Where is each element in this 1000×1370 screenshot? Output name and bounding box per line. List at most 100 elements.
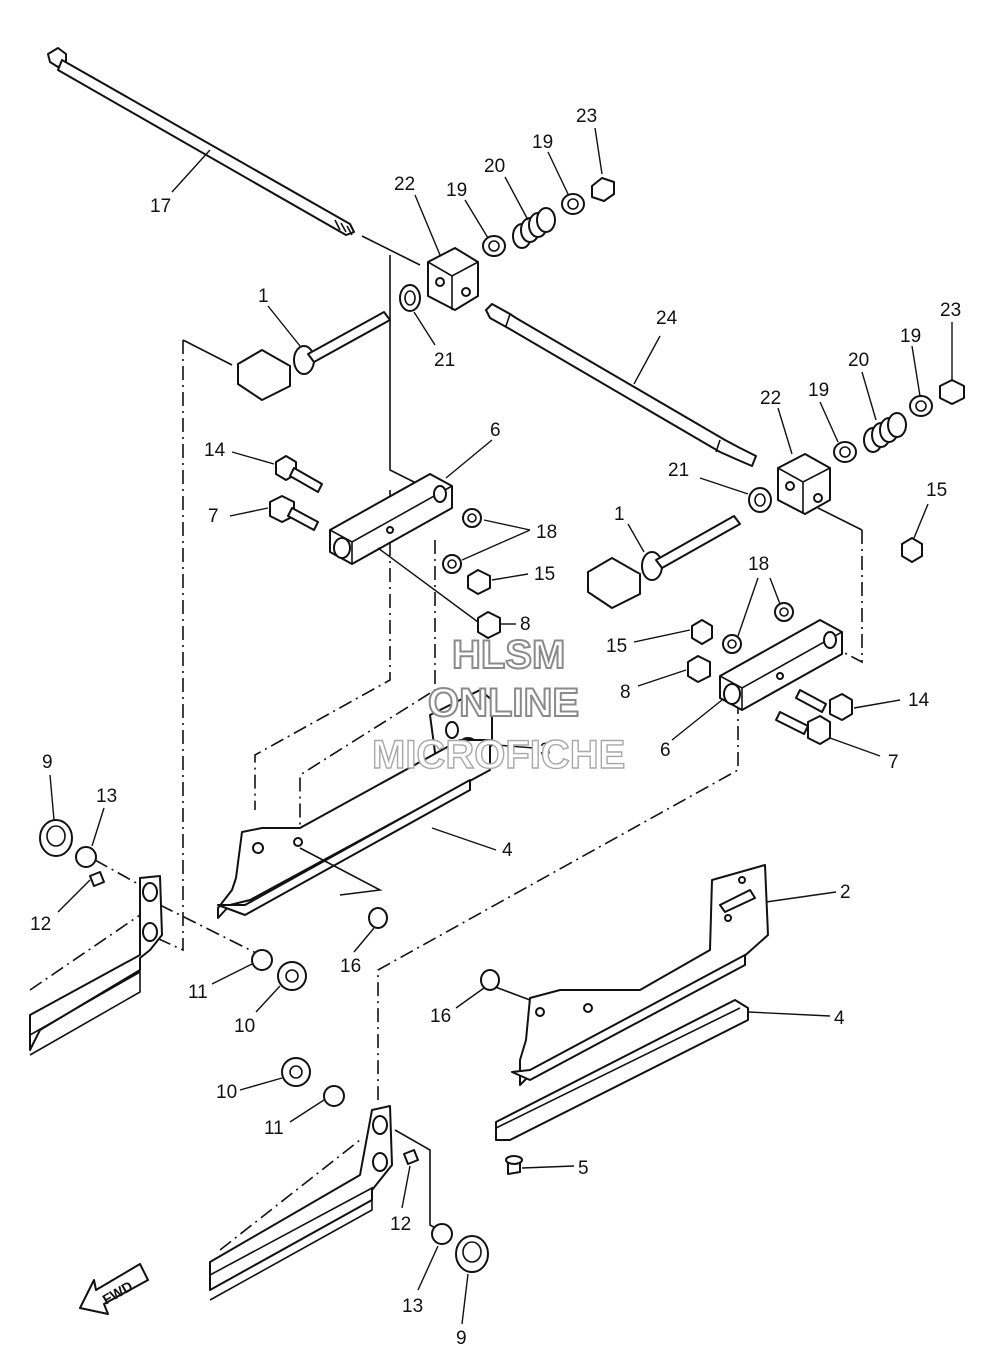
callout-13: 13 (402, 1296, 423, 1317)
watermark: HLSM ONLINE MICROFICHE (371, 632, 626, 778)
part-5-screw (505, 1155, 523, 1175)
part-15-nut-mid (691, 619, 713, 645)
callout-6: 6 (660, 740, 671, 761)
part-13-bushing-upper (75, 846, 97, 868)
left-frame-lower (209, 1105, 393, 1301)
part-19-collar-lower-a (833, 441, 857, 463)
callout-4: 4 (834, 1008, 845, 1029)
callout-3: 3 (540, 740, 551, 761)
part-8-nut-lower (687, 655, 711, 683)
callout-18: 18 (536, 522, 557, 543)
part-20-spring-upper (512, 207, 556, 249)
callout-23: 23 (940, 300, 961, 321)
callout-1: 1 (614, 504, 625, 525)
callout-19: 19 (446, 180, 467, 201)
callout-2: 2 (840, 882, 851, 903)
leader-lines (49, 127, 953, 1325)
part-15-nut-right (901, 537, 923, 563)
part-19-collar-upper-a (482, 235, 506, 257)
part-2-bracket (511, 864, 769, 1086)
part-16-collar-lower (480, 969, 500, 991)
callout-19: 19 (532, 132, 553, 153)
callout-21: 21 (668, 460, 689, 481)
part-7-bolt-lower (775, 711, 831, 745)
part-24-shaft (485, 303, 757, 467)
part-21-bushing-lower (748, 487, 772, 513)
part-11-bushing-upper (251, 949, 273, 971)
callout-10: 10 (234, 1016, 255, 1037)
part-19-collar-upper-b (561, 193, 585, 215)
callout-17: 17 (150, 196, 171, 217)
part-8-nut-upper (477, 611, 501, 639)
part-6-arm-lower (719, 619, 843, 711)
part-6-arm-upper (329, 473, 453, 565)
callout-22: 22 (394, 174, 415, 195)
callout-14: 14 (908, 690, 930, 711)
part-1-pivot-upper (237, 311, 391, 401)
callout-15: 15 (606, 636, 627, 657)
callout-21: 21 (434, 350, 455, 371)
callout-16: 16 (430, 1006, 451, 1027)
watermark-line-2: ONLINE (428, 681, 579, 725)
part-19-collar-lower-b (909, 395, 933, 417)
part-21-bushing-upper (399, 284, 421, 312)
part-18-washers-lower (722, 602, 794, 654)
part-11-bushing-lower (323, 1085, 345, 1107)
part-4-rail-upper (217, 739, 491, 919)
callout-6: 6 (490, 420, 501, 441)
part-22-block-upper (427, 247, 479, 311)
callout-8: 8 (520, 614, 531, 635)
callout-12: 12 (390, 1214, 411, 1235)
callout-24: 24 (656, 308, 678, 329)
callout-8: 8 (620, 682, 631, 703)
callout-7: 7 (888, 752, 899, 773)
callout-18: 18 (748, 554, 769, 575)
callout-16: 16 (340, 956, 361, 977)
part-9-grommet-lower (455, 1235, 489, 1273)
callout-19: 19 (808, 380, 829, 401)
callout-15: 15 (534, 564, 555, 585)
callout-20: 20 (848, 350, 869, 371)
left-frame-upper (29, 875, 163, 1056)
callout-11: 11 (188, 982, 208, 1003)
callout-4: 4 (502, 840, 513, 861)
part-12-pin-lower (403, 1149, 419, 1165)
part-18-washers-upper (442, 508, 482, 574)
fwd-arrow: FWD (79, 1263, 149, 1315)
part-4-rail-lower (495, 999, 749, 1141)
alignment-lines (94, 235, 863, 1236)
callout-20: 20 (484, 156, 505, 177)
callout-13: 13 (96, 786, 117, 807)
part-9-grommet-upper (39, 819, 73, 857)
part-14-bolt-lower (795, 689, 853, 721)
callout-23: 23 (576, 106, 597, 127)
callout-5: 5 (578, 1158, 589, 1179)
part-10-washer-upper (277, 961, 307, 991)
part-15-nut-upper (467, 569, 491, 595)
callout-labels: 17 22 19 20 19 23 1 21 24 23 19 20 19 22… (30, 106, 961, 1349)
callout-10: 10 (216, 1082, 237, 1103)
callout-19: 19 (900, 326, 921, 347)
part-13-bushing-lower (431, 1223, 453, 1245)
callout-11: 11 (264, 1118, 284, 1139)
part-16-collar-upper (368, 907, 388, 929)
callout-12: 12 (30, 914, 51, 935)
part-23-nut-upper (591, 177, 615, 202)
part-10-washer-lower (281, 1057, 311, 1087)
part-20-spring-lower (863, 412, 907, 453)
callout-9: 9 (42, 752, 53, 773)
part-7-bolt-upper (269, 495, 319, 531)
callout-7: 7 (208, 506, 219, 527)
watermark-line-3: MICROFICHE (372, 733, 625, 777)
part-23-nut-lower (939, 379, 965, 405)
part-14-bolt-upper (275, 455, 323, 493)
callout-14: 14 (204, 440, 226, 461)
part-17-long-rod (47, 47, 355, 236)
callout-15: 15 (926, 480, 947, 501)
callout-22: 22 (760, 388, 781, 409)
part-12-pin-upper (89, 871, 105, 887)
callout-1: 1 (258, 286, 269, 307)
callout-9: 9 (456, 1328, 467, 1349)
part-22-block-lower (777, 453, 831, 515)
